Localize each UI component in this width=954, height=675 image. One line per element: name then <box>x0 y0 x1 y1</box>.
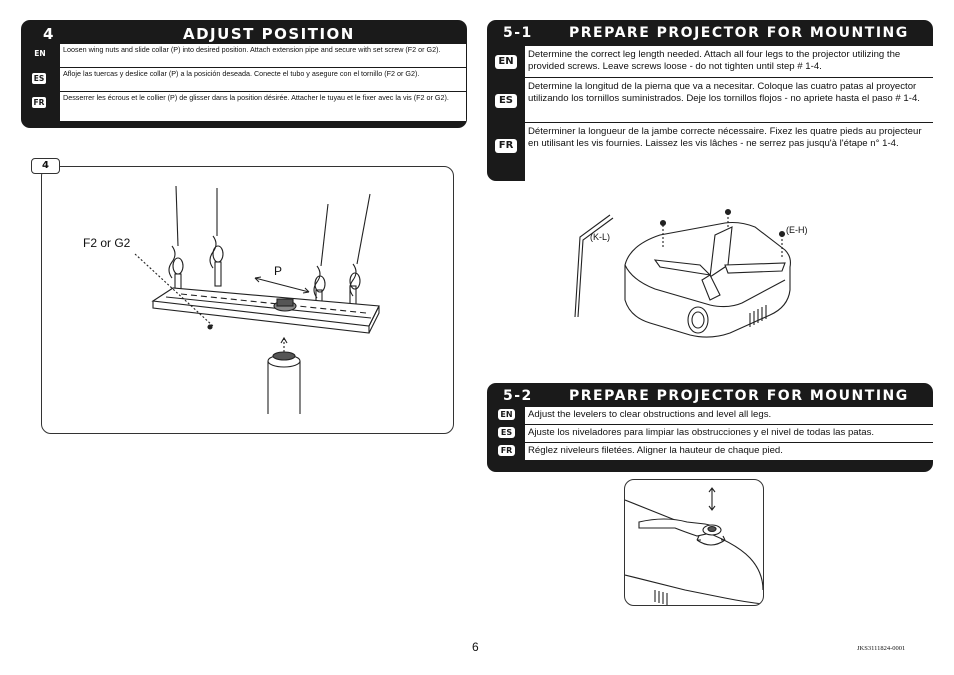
step4-title: ADJUST POSITION <box>183 25 355 43</box>
step5-2-panel: 5-2 PREPARE PROJECTOR FOR MOUNTING EN ES… <box>487 383 933 472</box>
step4-figure-tab: 4 <box>31 158 60 174</box>
label-screw-f2-g2: F2 or G2 <box>83 236 131 250</box>
step4-row-en: EN <box>22 44 466 66</box>
step4-text-fr: Desserrer les écrous et le collier (P) d… <box>63 93 449 102</box>
step5-2-row-es: Ajuste los niveladores para limpiar las … <box>525 425 933 443</box>
lang-badge-fr: FR <box>495 139 517 153</box>
step5-2-text-es: Ajuste los niveladores para limpiar las … <box>528 427 875 438</box>
step5-2-text-en: Adjust the levelers to clear obstruction… <box>528 409 772 420</box>
step5-2-number: 5-2 <box>503 388 533 404</box>
step5-1-text-fr: Déterminer la longueur de la jambe corre… <box>528 126 922 150</box>
page-number: 6 <box>472 640 479 654</box>
step5-2-row-fr: Réglez niveleurs filetées. Aligner la ha… <box>525 443 933 460</box>
lang-badge-en: EN <box>495 55 517 69</box>
lang-badge-en: EN <box>33 48 47 59</box>
lang-badge-en: EN <box>498 409 515 420</box>
lang-badge-es: ES <box>32 73 46 84</box>
step5-2-title: PREPARE PROJECTOR FOR MOUNTING <box>569 388 909 404</box>
lang-badge-es: ES <box>495 94 517 108</box>
step5-1-number: 5-1 <box>503 25 533 41</box>
step4-row-fr-cell: Desserrer les écrous et le collier (P) d… <box>60 92 466 121</box>
step5-1-illustration <box>574 208 791 338</box>
step5-1-title: PREPARE PROJECTOR FOR MOUNTING <box>569 25 909 41</box>
step4-text-en: Loosen wing nuts and slide collar (P) in… <box>63 45 441 54</box>
step5-1-text-es: Determine la longitud de la pierna que v… <box>528 81 920 105</box>
step4-text-area: Loosen wing nuts and slide collar (P) in… <box>60 44 466 121</box>
step4-number: 4 <box>43 25 55 43</box>
step4-illustration <box>134 185 380 414</box>
step5-1-row-fr: Déterminer la longueur de la jambe corre… <box>525 123 933 168</box>
step5-2-row-en: Adjust the levelers to clear obstruction… <box>525 407 933 425</box>
lang-badge-es: ES <box>498 427 515 438</box>
step5-1-panel: 5-1 PREPARE PROJECTOR FOR MOUNTING EN ES… <box>487 20 933 189</box>
step5-1-row-es: Determine la longitud de la pierna que v… <box>525 78 933 123</box>
label-k-l: (K-L) <box>590 232 610 242</box>
document-code: JKS3111824-0001 <box>857 645 906 652</box>
step5-2-figure-box <box>624 479 764 606</box>
label-collar-p: P <box>274 264 283 278</box>
step4-text-es: Afloje las tuercas y deslice collar (P) … <box>63 69 420 78</box>
step5-1-text-area: Determine the correct leg length needed.… <box>525 46 933 189</box>
step4-panel: 4 ADJUST POSITION EN Loosen wing nuts an… <box>21 20 467 128</box>
step4-row-es-cell: Afloje las tuercas y deslice collar (P) … <box>60 68 466 92</box>
lang-badge-fr: FR <box>498 445 515 456</box>
step5-2-illustration <box>625 487 763 605</box>
label-e-h: (E-H) <box>786 225 808 235</box>
step5-2-text-fr: Réglez niveleurs filetées. Aligner la ha… <box>528 445 783 456</box>
step4-instructions: EN <box>22 44 466 137</box>
step5-2-text-area: Adjust the levelers to clear obstruction… <box>525 407 933 460</box>
step4-row-en-cell: Loosen wing nuts and slide collar (P) in… <box>60 44 466 68</box>
step5-1-text-en: Determine the correct leg length needed.… <box>528 49 901 73</box>
step5-1-row-en: Determine the correct leg length needed.… <box>525 46 933 78</box>
lang-badge-fr: FR <box>32 97 46 108</box>
